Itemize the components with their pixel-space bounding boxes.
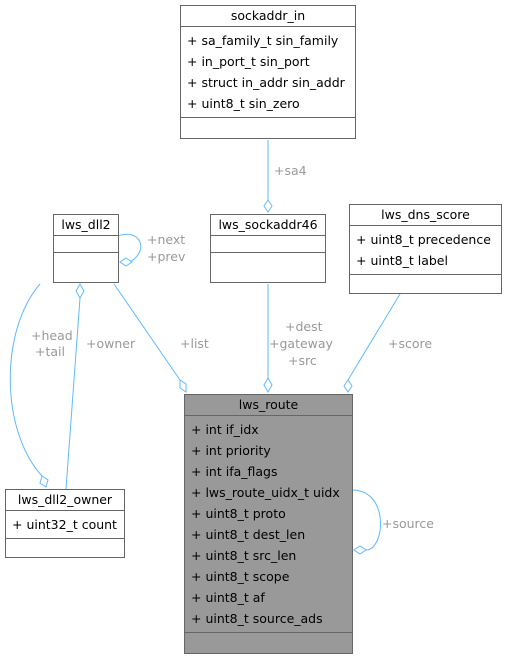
attribute: + in_port_t sin_port — [187, 54, 310, 69]
attribute: + int ifa_flags — [191, 464, 278, 479]
class-lws-dll2-owner[interactable]: lws_dll2_owner + uint32_t count — [5, 489, 125, 558]
class-title: lws_sockaddr46 — [211, 215, 325, 236]
attribute-list — [211, 236, 325, 253]
attribute: + uint8_t scope — [191, 569, 290, 584]
attribute-list: + sa_family_t sin_family + in_port_t sin… — [181, 27, 355, 118]
class-title: lws_dns_score — [350, 205, 501, 226]
edge-next-prev-diamond — [119, 257, 133, 267]
edge-label-src: +src — [288, 353, 317, 368]
attribute-list: + uint8_t precedence + uint8_t label — [350, 226, 501, 275]
edge-owner-diamond — [75, 282, 85, 300]
class-lws-sockaddr46[interactable]: lws_sockaddr46 — [210, 214, 326, 283]
attribute: + uint8_t label — [356, 253, 448, 268]
edge-score — [347, 293, 401, 381]
attribute: + uint8_t src_len — [191, 548, 297, 563]
class-lws-dll2[interactable]: lws_dll2 — [53, 214, 119, 283]
attribute: + lws_route_uidx_t uidx — [191, 485, 340, 500]
edge-label-list: +list — [180, 336, 209, 351]
class-title: lws_dll2_owner — [6, 490, 124, 511]
attribute: + int if_idx — [191, 422, 259, 437]
attribute: + uint8_t source_ads — [191, 611, 323, 626]
class-title: sockaddr_in — [181, 6, 355, 27]
attribute: + uint8_t dest_len — [191, 527, 306, 542]
class-lws-dns-score[interactable]: lws_dns_score + uint8_t precedence + uin… — [349, 204, 502, 294]
class-sockaddr-in[interactable]: sockaddr_in + sa_family_t sin_family + i… — [180, 5, 356, 139]
edge-head-tail-diamond — [39, 475, 49, 488]
attribute: + uint8_t precedence — [356, 232, 491, 247]
class-title: lws_dll2 — [54, 215, 118, 236]
attribute: + uint8_t af — [191, 590, 265, 605]
edge-label-prev: +prev — [147, 249, 186, 264]
edge-source — [351, 489, 382, 551]
edge-sa4-diamond — [263, 199, 273, 213]
attribute: + uint32_t count — [12, 517, 117, 532]
edge-owner — [65, 297, 81, 490]
edge-label-owner: +owner — [86, 336, 136, 351]
attribute: + struct in_addr sin_addr — [187, 75, 345, 90]
edge-label-head: +head — [31, 328, 73, 343]
edge-label-score: +score — [388, 336, 433, 351]
edge-label-source: +source — [382, 516, 434, 531]
class-title: lws_route — [185, 395, 352, 416]
attribute: + int priority — [191, 443, 271, 458]
attribute: + uint8_t proto — [191, 506, 286, 521]
edge-dest-gateway-src-diamond — [263, 376, 273, 394]
edge-label-dest: +dest — [285, 319, 323, 334]
edge-label-gateway: +gateway — [269, 336, 333, 351]
edge-list — [113, 283, 181, 381]
attribute-list — [54, 236, 118, 253]
edge-source-diamond — [353, 545, 367, 555]
edge-next-prev — [117, 233, 142, 263]
class-lws-route[interactable]: lws_route + int if_idx + int priority + … — [184, 394, 353, 654]
edge-list-diamond — [179, 379, 187, 393]
attribute: + uint8_t sin_zero — [187, 96, 300, 111]
attribute-list: + uint32_t count — [6, 511, 124, 539]
edge-label-sa4: +sa4 — [274, 163, 307, 178]
attribute: + sa_family_t sin_family — [187, 33, 339, 48]
edge-label-next: +next — [147, 232, 186, 247]
edge-head-tail — [9, 283, 43, 477]
edge-score-diamond — [343, 379, 353, 393]
attribute-list: + int if_idx + int priority + int ifa_fl… — [185, 416, 352, 633]
edge-label-tail: +tail — [35, 344, 65, 359]
